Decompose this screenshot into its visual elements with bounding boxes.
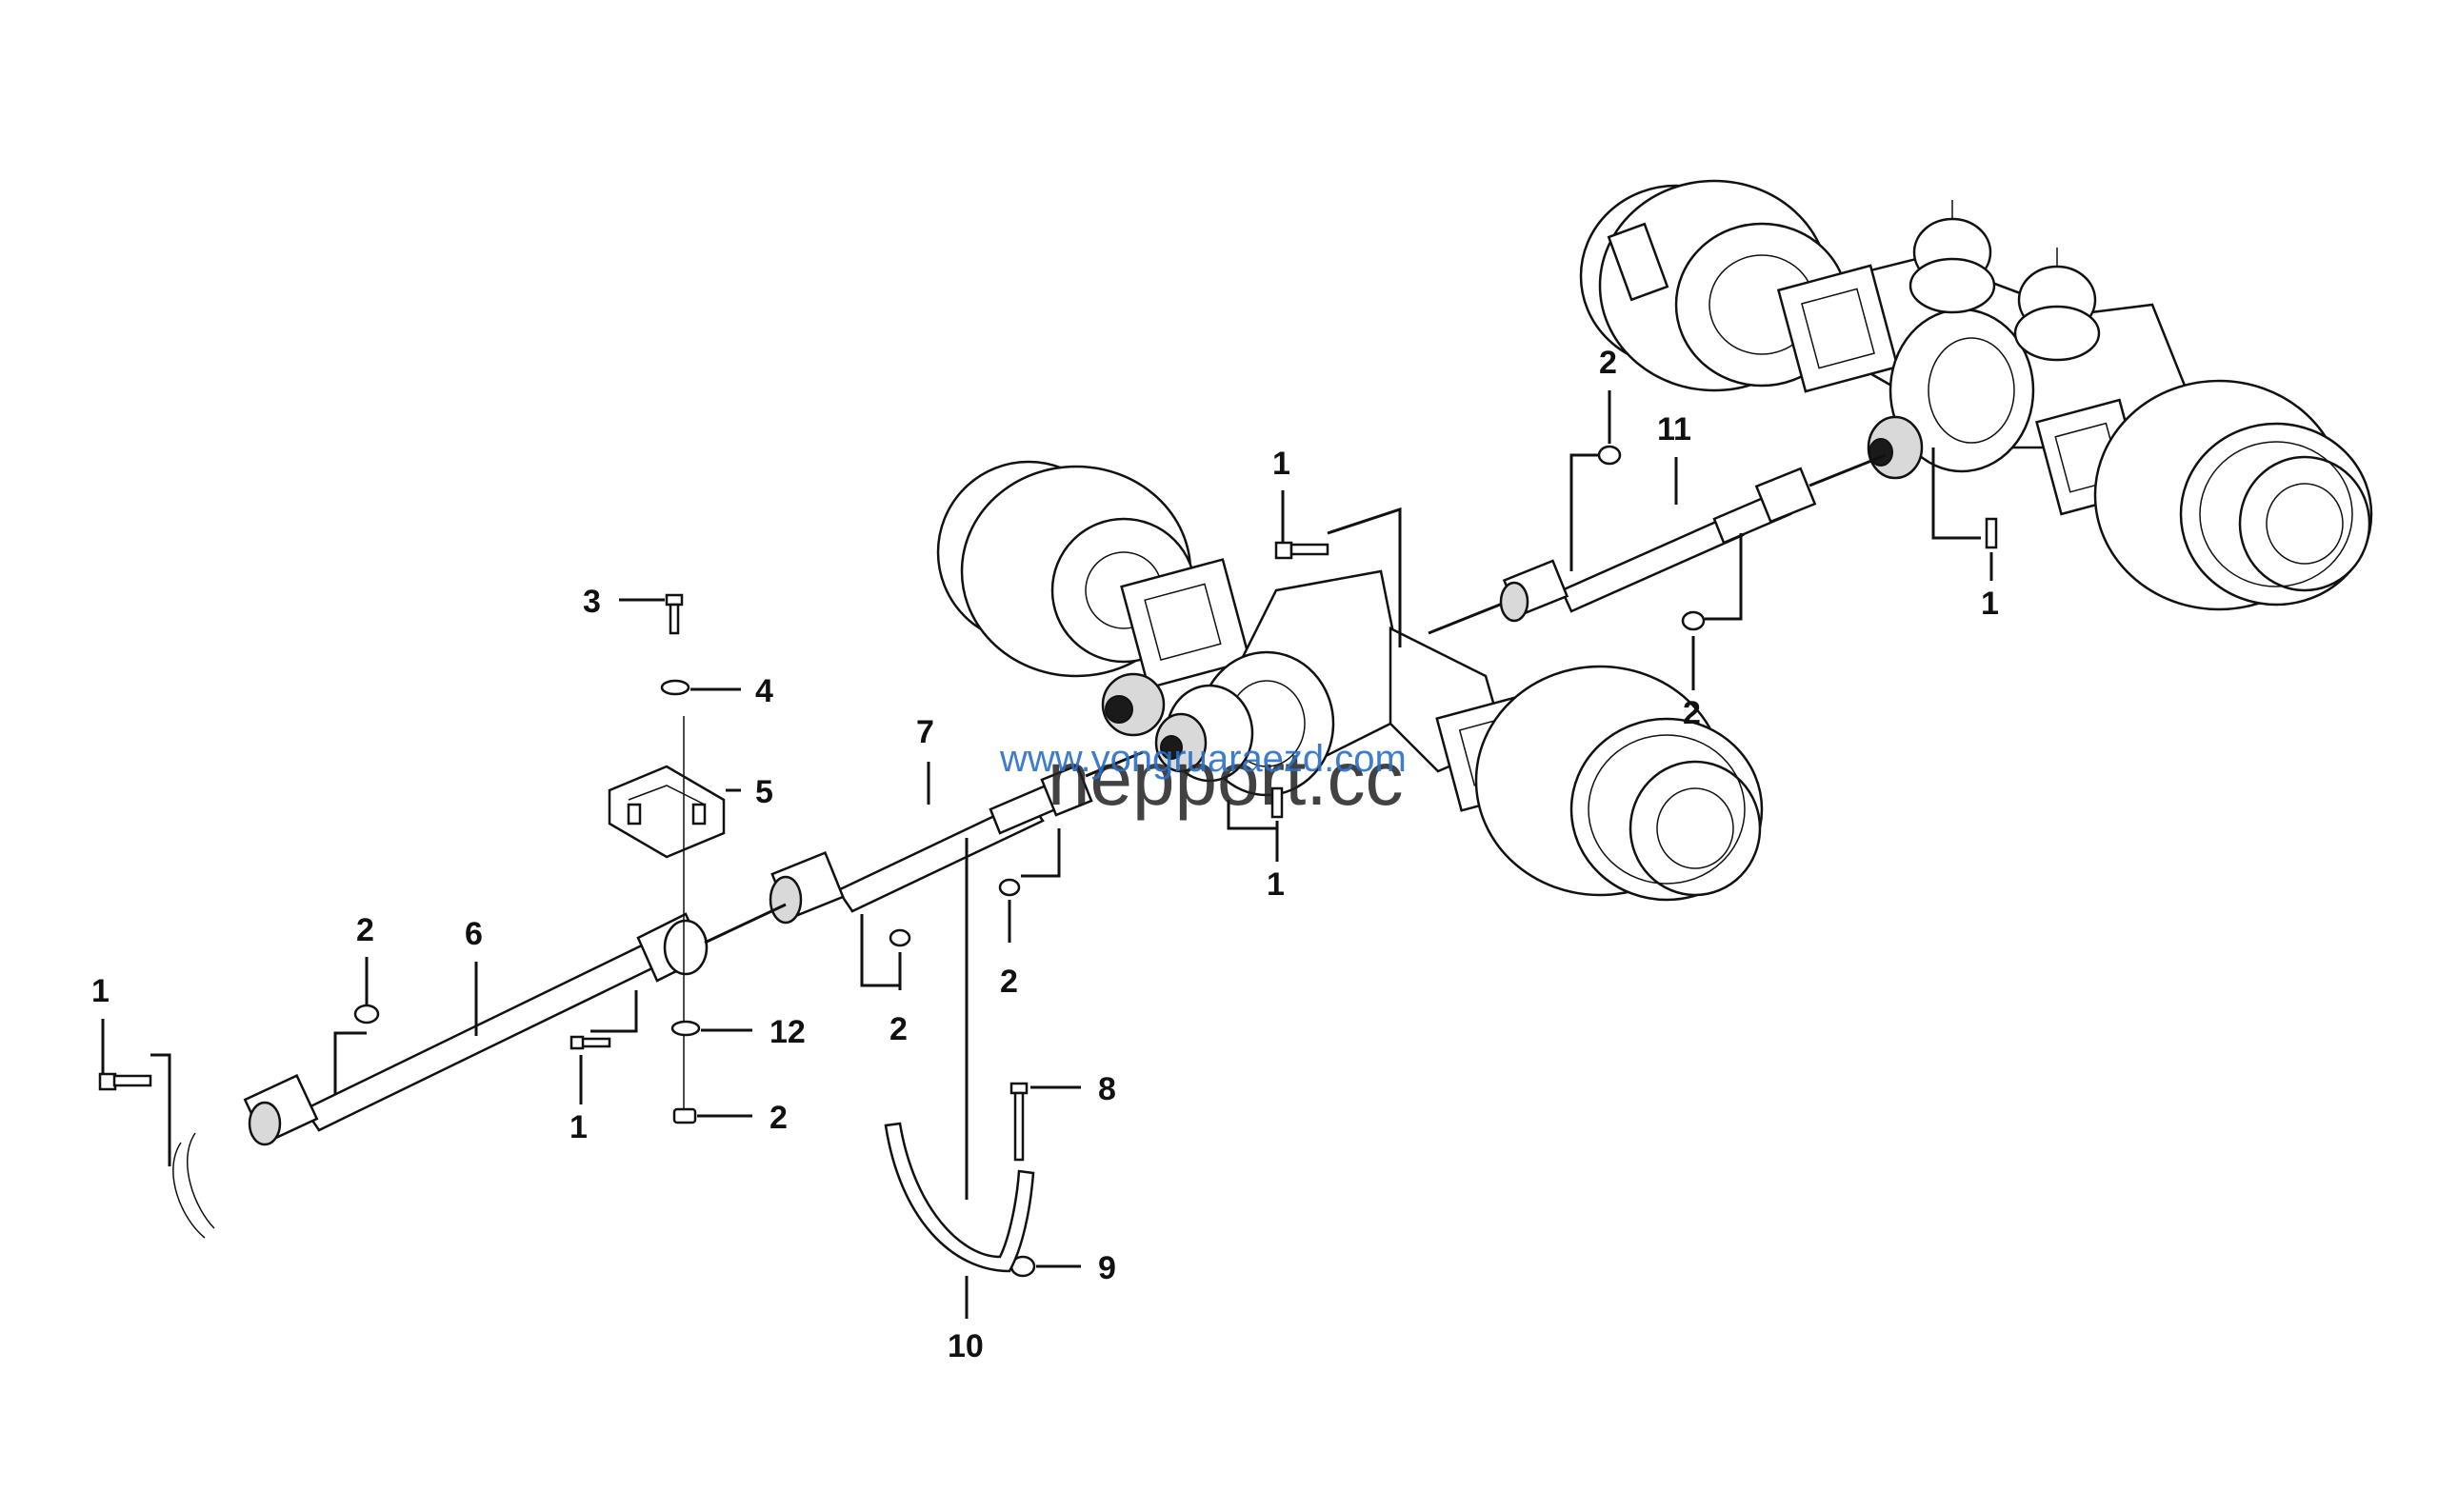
bolt-3 — [665, 593, 684, 635]
callout-1-rear: 1 — [1981, 586, 1999, 622]
callout-1-left: 1 — [91, 973, 110, 1009]
leader-lines — [101, 390, 1993, 1319]
inter-axle-shaft — [1428, 453, 1887, 635]
nut-shaft11-b — [1681, 610, 1706, 631]
callout-2-shaft11-top: 2 — [1599, 345, 1617, 381]
callout-2-shaft6: 2 — [356, 912, 374, 948]
bolt-1-center — [570, 1035, 611, 1050]
callout-4: 4 — [755, 673, 773, 709]
callout-1-center: 1 — [570, 1109, 588, 1145]
nut-shaft11-a — [1597, 445, 1622, 466]
callout-6: 6 — [465, 916, 483, 952]
washer-4 — [660, 679, 690, 696]
center-bearing-bracket — [608, 765, 726, 859]
bolt-8 — [1009, 1082, 1029, 1162]
watermark-brand: nepport.cc — [1048, 736, 1404, 821]
middle-axle — [936, 460, 1764, 902]
nut-shaft7-b — [998, 878, 1021, 897]
watermark-url: www.yongruaraezd.com — [999, 738, 1407, 780]
callout-9: 9 — [1098, 1250, 1116, 1286]
driveshaft-7 — [769, 750, 1144, 925]
bolt-1-middle-bottom — [1270, 786, 1284, 819]
bolt-1-middle-top — [1274, 541, 1329, 560]
callout-5: 5 — [755, 774, 773, 810]
nut-bottom — [672, 1107, 697, 1124]
rear-axle — [1579, 179, 2373, 611]
callouts: 3 4 5 7 2 6 1 12 1 2 2 2 8 9 10 1 1 2 11… — [91, 345, 1999, 1364]
nut-shaft7-a — [889, 928, 911, 947]
bolt-1-left — [98, 1072, 152, 1091]
callout-10: 10 — [948, 1328, 984, 1364]
callout-2-bottom: 2 — [769, 1100, 788, 1136]
callout-8: 8 — [1098, 1071, 1116, 1107]
callout-2-shaft11-bottom: 2 — [1683, 695, 1701, 731]
callout-7: 7 — [916, 714, 934, 750]
callout-1-middle-top: 1 — [1272, 446, 1290, 482]
driveshaft-6 — [172, 903, 787, 1239]
callout-3: 3 — [583, 584, 601, 620]
callout-1-middle-bottom: 1 — [1267, 866, 1285, 903]
bolt-1-rear — [1985, 517, 1998, 549]
nut-shaft6 — [353, 1004, 380, 1025]
callout-2-shaft7-left: 2 — [889, 1011, 908, 1047]
callout-2-shaft7-right: 2 — [1000, 964, 1018, 1000]
safety-strap-10 — [884, 1122, 1035, 1273]
callout-12: 12 — [769, 1014, 806, 1050]
washer-12 — [670, 1020, 701, 1037]
callout-11: 11 — [1657, 411, 1691, 448]
